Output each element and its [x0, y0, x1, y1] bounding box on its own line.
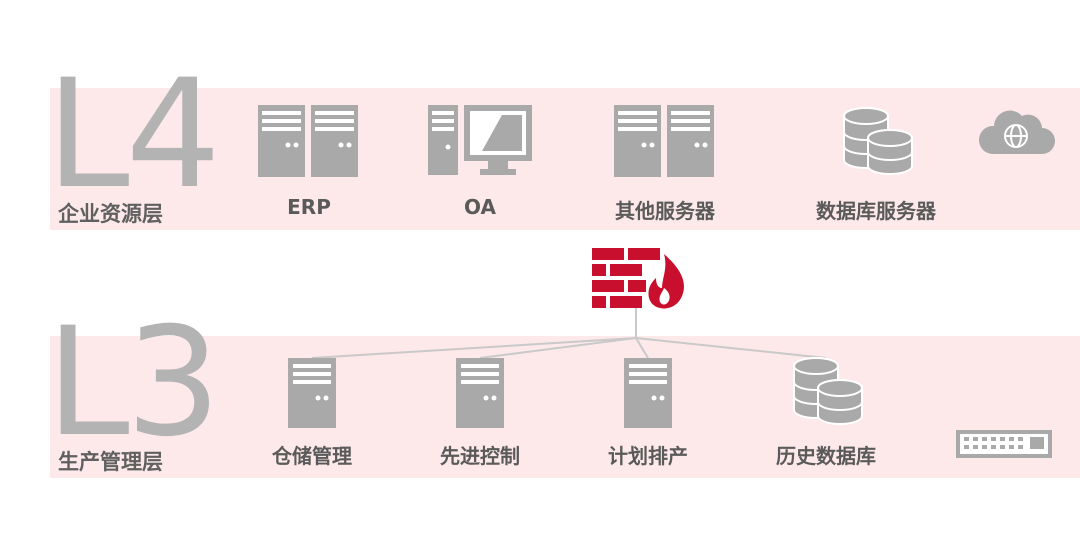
node-label-database-servers: 数据库服务器 — [816, 199, 936, 223]
link-scheduling — [635, 337, 649, 359]
node-label-historian-database: 历史数据库 — [776, 444, 876, 468]
server-tower-icon — [624, 358, 672, 428]
dual-server-icon — [614, 105, 714, 177]
dual-server-icon — [258, 105, 358, 177]
database-icon — [843, 107, 913, 175]
layer-name-l4: 企业资源层 — [58, 202, 163, 226]
node-label-advanced-control: 先进控制 — [440, 444, 520, 468]
network-switch-icon — [956, 430, 1052, 458]
node-label-oa: OA — [464, 195, 496, 219]
node-label-other-servers: 其他服务器 — [615, 199, 715, 223]
database-icon — [793, 357, 863, 425]
node-label-production-scheduling: 计划排产 — [608, 444, 688, 468]
layer-code-l4: L4 — [46, 48, 221, 222]
cloud-globe-icon — [978, 110, 1055, 154]
firewall-icon — [592, 248, 684, 309]
layer-name-l3: 生产管理层 — [58, 450, 163, 474]
layer-band-l3 — [50, 336, 1080, 478]
link-advanced-control — [479, 337, 637, 359]
link-warehouse — [311, 337, 637, 359]
layer-code-l3: L3 — [46, 296, 221, 470]
server-tower-icon — [288, 358, 336, 428]
server-tower-icon — [456, 358, 504, 428]
workstation-icon — [428, 105, 532, 175]
node-label-erp: ERP — [287, 195, 331, 219]
link-historian — [635, 337, 827, 359]
node-label-warehouse-management: 仓储管理 — [272, 444, 352, 468]
